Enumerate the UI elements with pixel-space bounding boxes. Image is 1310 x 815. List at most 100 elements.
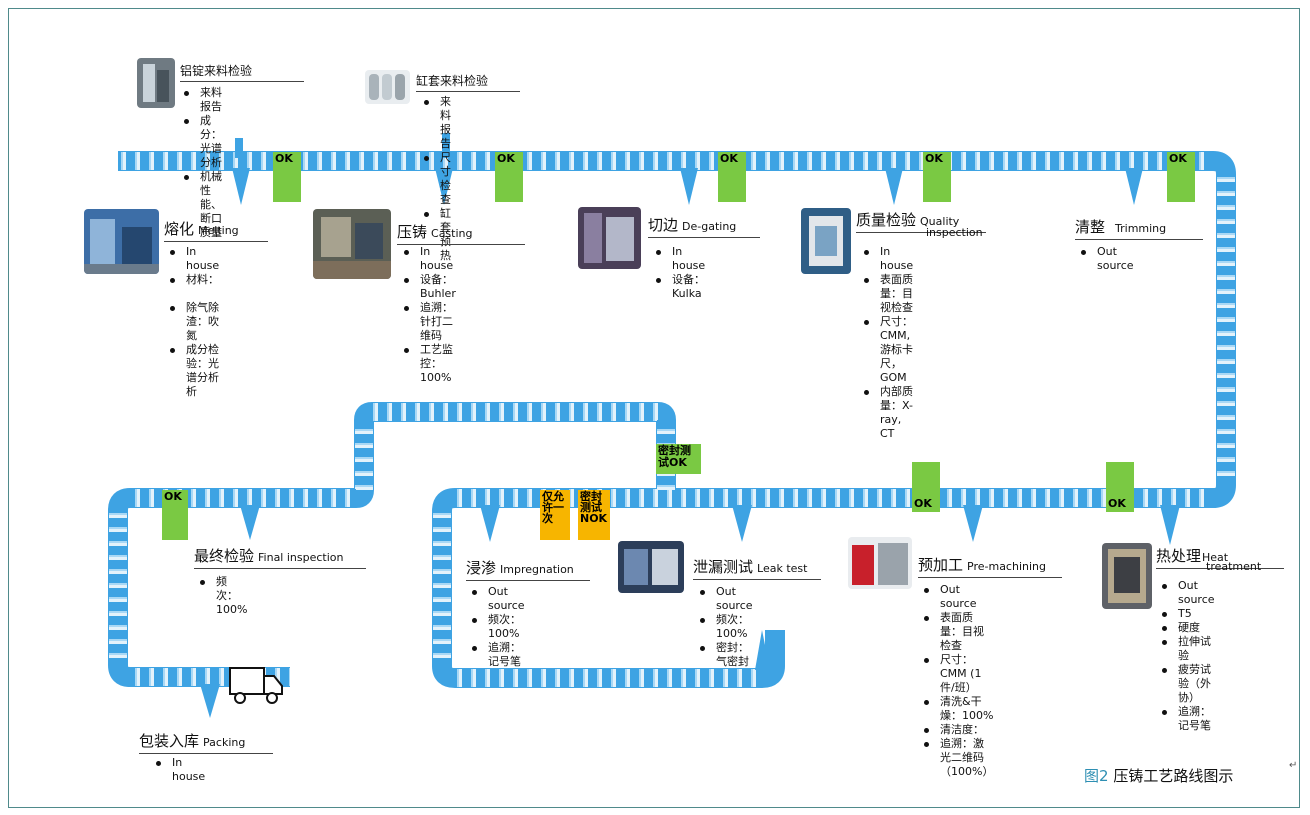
figure-title: 压铸工艺路线图示 bbox=[1113, 767, 1234, 785]
seal-test-nok-badge: 密封 测试 NOK bbox=[578, 490, 610, 540]
list-item: 尺寸：CMM (1件/班） bbox=[920, 653, 993, 695]
list-item: 表面质量：目视检查 bbox=[920, 611, 993, 653]
leak-items: Out source 频次：100% 密封：气密封 bbox=[696, 585, 753, 669]
list-item: 尺寸检查 bbox=[420, 151, 451, 207]
list-item: 缸套预热 bbox=[420, 207, 451, 263]
list-item: Out source bbox=[1077, 245, 1134, 273]
ok-badge-trimming: OK bbox=[923, 152, 951, 202]
list-item: 内部质量：X-ray, CT bbox=[860, 385, 913, 441]
list-item: Out source bbox=[696, 585, 753, 613]
list-item: 频次：100% bbox=[468, 613, 525, 641]
flow-path-outer bbox=[108, 151, 1236, 687]
premachining-items: Out source 表面质量：目视检查 尺寸：CMM (1件/班） 清洗&干燥… bbox=[920, 583, 993, 779]
list-item: 机械性能、断口质量 bbox=[180, 170, 222, 240]
list-item: In house bbox=[152, 756, 205, 784]
packing-items: In house bbox=[152, 756, 205, 784]
list-item: 工艺监控：100% bbox=[400, 343, 456, 385]
ok-badge-final: OK bbox=[162, 490, 188, 540]
casting-photo-icon bbox=[313, 209, 391, 279]
liner-photo-icon bbox=[365, 70, 410, 104]
list-item: 疲劳试验（外协） bbox=[1158, 663, 1215, 705]
list-item: 拉伸试验 bbox=[1158, 635, 1215, 663]
ingot-photo-icon bbox=[137, 58, 175, 108]
heat-items: Out source T5 硬度 拉伸试验 疲劳试验（外协） 追溯：记号笔 bbox=[1158, 579, 1215, 733]
degating-photo-icon bbox=[578, 207, 641, 269]
list-item: Out source bbox=[468, 585, 525, 613]
figure-caption: 图2 压铸工艺路线图示 bbox=[1084, 765, 1233, 786]
list-item: 成分检验：光谱分析 bbox=[166, 343, 219, 385]
list-item: In house bbox=[652, 245, 705, 273]
quality-photo-icon bbox=[801, 208, 851, 274]
figure-frame bbox=[8, 8, 1300, 808]
ok-badge-degating: OK bbox=[495, 152, 523, 202]
list-item bbox=[166, 287, 219, 301]
quality-title-en2: inspection bbox=[926, 226, 983, 239]
truck-icon bbox=[229, 667, 283, 704]
list-item: 频次：100% bbox=[696, 613, 753, 641]
ok-badge-quality: OK bbox=[718, 152, 746, 202]
leak-photo-icon bbox=[618, 541, 684, 593]
list-item: In house bbox=[860, 245, 913, 273]
figure-number: 图2 bbox=[1084, 767, 1109, 785]
once-only-badge: 仅允 许一 次 bbox=[540, 490, 570, 540]
ok-badge-casting: OK bbox=[273, 152, 301, 202]
seal-test-ok-badge: 密封测 试OK bbox=[656, 444, 701, 474]
list-item: 频次：100% bbox=[196, 575, 247, 617]
list-item: 除气除渣：吹氮 bbox=[166, 301, 219, 343]
heat-photo-icon bbox=[1102, 543, 1152, 609]
list-item: 追溯：激光二维码（100%） bbox=[920, 737, 993, 779]
list-item: 追溯：针打二维码 bbox=[400, 301, 456, 343]
heat-title: 热处理Heat bbox=[1156, 545, 1284, 569]
list-item: In house bbox=[400, 245, 456, 273]
list-item: 成分：光谱分析 bbox=[180, 114, 222, 170]
list-item: 追溯：记号笔 bbox=[468, 641, 525, 669]
list-item: 设备：Kulka bbox=[652, 273, 705, 301]
list-item: 表面质量：目视检查 bbox=[860, 273, 913, 315]
casting-items: In house 设备：Buhler 追溯：针打二维码 工艺监控：100% bbox=[400, 245, 456, 385]
melting-items: In house 材料： 除气除渣：吹氮 成分检验：光谱分析 析 bbox=[166, 245, 219, 399]
liner-inspection-title: 缸套来料检验 bbox=[416, 70, 520, 92]
list-item: 来料报告 bbox=[420, 95, 451, 151]
ok-badge-heat: OK bbox=[1167, 152, 1195, 202]
list-item: In house bbox=[166, 245, 219, 273]
quality-items: In house 表面质量：目视检查 尺寸：CMM, 游标卡 尺，GOM 内部质… bbox=[860, 245, 913, 441]
ingot-inspection-title: 铝锭来料检验 bbox=[180, 60, 304, 82]
list-item: 密封：气密封 bbox=[696, 641, 753, 669]
ingot-inspection-items: 来料报告 成分：光谱分析 机械性能、断口质量 bbox=[180, 86, 222, 240]
list-item: 设备：Buhler bbox=[400, 273, 456, 301]
heat-title-en2: treatment bbox=[1206, 560, 1262, 573]
list-item: 清洁度： bbox=[920, 723, 993, 737]
list-item: Out source bbox=[920, 583, 993, 611]
list-item: Out source bbox=[1158, 579, 1215, 607]
list-item: 硬度 bbox=[1158, 621, 1215, 635]
ok-badge-premachining: OK bbox=[1106, 462, 1134, 512]
list-item: 尺寸：CMM, 游标卡 bbox=[860, 315, 913, 357]
list-item: 追溯：记号笔 bbox=[1158, 705, 1215, 733]
degating-items: In house 设备：Kulka bbox=[652, 245, 705, 301]
impregnation-items: Out source 频次：100% 追溯：记号笔 bbox=[468, 585, 525, 669]
liner-inspection-items: 来料报告 尺寸检查 缸套预热 bbox=[420, 95, 451, 263]
return-mark: ↵ bbox=[1289, 760, 1298, 771]
flow-connectors bbox=[200, 133, 1180, 718]
ok-badge-leak: OK bbox=[912, 462, 940, 512]
premachining-photo-icon bbox=[848, 537, 912, 589]
final-items: 频次：100% bbox=[196, 575, 247, 617]
list-item: 来料报告 bbox=[180, 86, 222, 114]
flow-path-lower bbox=[432, 488, 785, 688]
trimming-items: Out source bbox=[1077, 245, 1134, 273]
list-item: T5 bbox=[1158, 607, 1215, 621]
list-item-wrap: 析 bbox=[186, 385, 197, 398]
melting-photo-icon bbox=[84, 209, 159, 274]
list-item: 清洗&干燥：100% bbox=[920, 695, 993, 723]
